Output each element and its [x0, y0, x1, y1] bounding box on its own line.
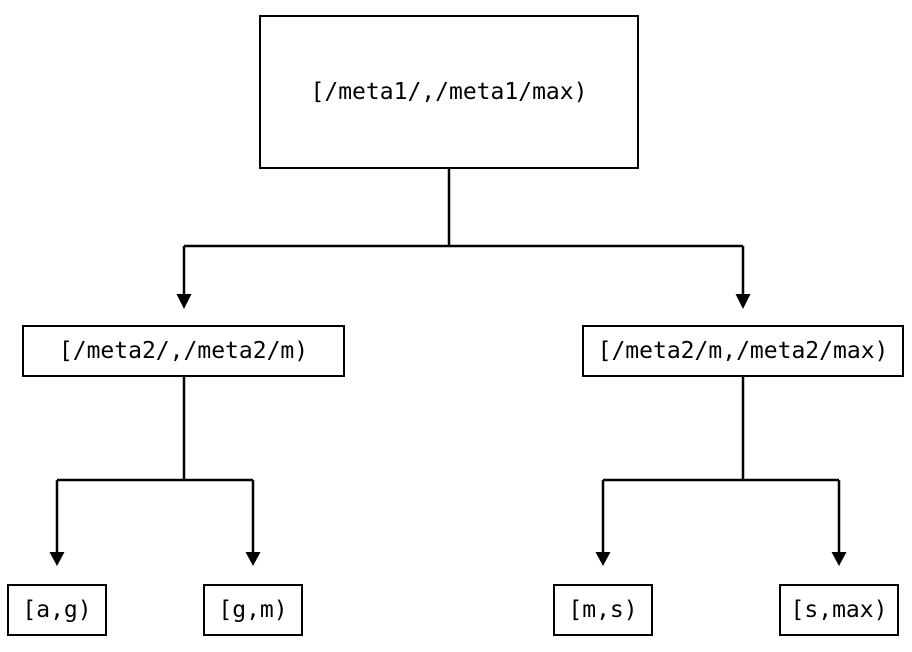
- arrowhead-icon: [595, 552, 611, 566]
- arrowhead-icon: [49, 552, 65, 566]
- node-leaf-ag: [a,g): [7, 584, 107, 636]
- node-leaf-gm-label: [g,m): [218, 596, 288, 623]
- node-leaf-ag-label: [a,g): [22, 596, 92, 623]
- node-meta2-left: [/meta2/,/meta2/m): [22, 325, 345, 377]
- node-leaf-ms-label: [m,s): [568, 596, 638, 623]
- node-leaf-ms: [m,s): [553, 584, 653, 636]
- arrowhead-icon: [245, 552, 261, 566]
- arrowhead-icon: [176, 294, 192, 309]
- node-leaf-smax-label: [s,max): [790, 596, 888, 623]
- arrowhead-icon: [735, 294, 751, 309]
- node-meta2-right: [/meta2/m,/meta2/max): [582, 325, 904, 377]
- node-leaf-gm: [g,m): [203, 584, 303, 636]
- node-root-label: [/meta1/,/meta1/max): [310, 78, 588, 105]
- node-meta2-right-label: [/meta2/m,/meta2/max): [597, 337, 889, 364]
- node-leaf-smax: [s,max): [779, 584, 899, 636]
- node-root: [/meta1/,/meta1/max): [259, 15, 639, 169]
- node-meta2-left-label: [/meta2/,/meta2/m): [58, 337, 309, 364]
- arrowhead-icon: [831, 552, 847, 566]
